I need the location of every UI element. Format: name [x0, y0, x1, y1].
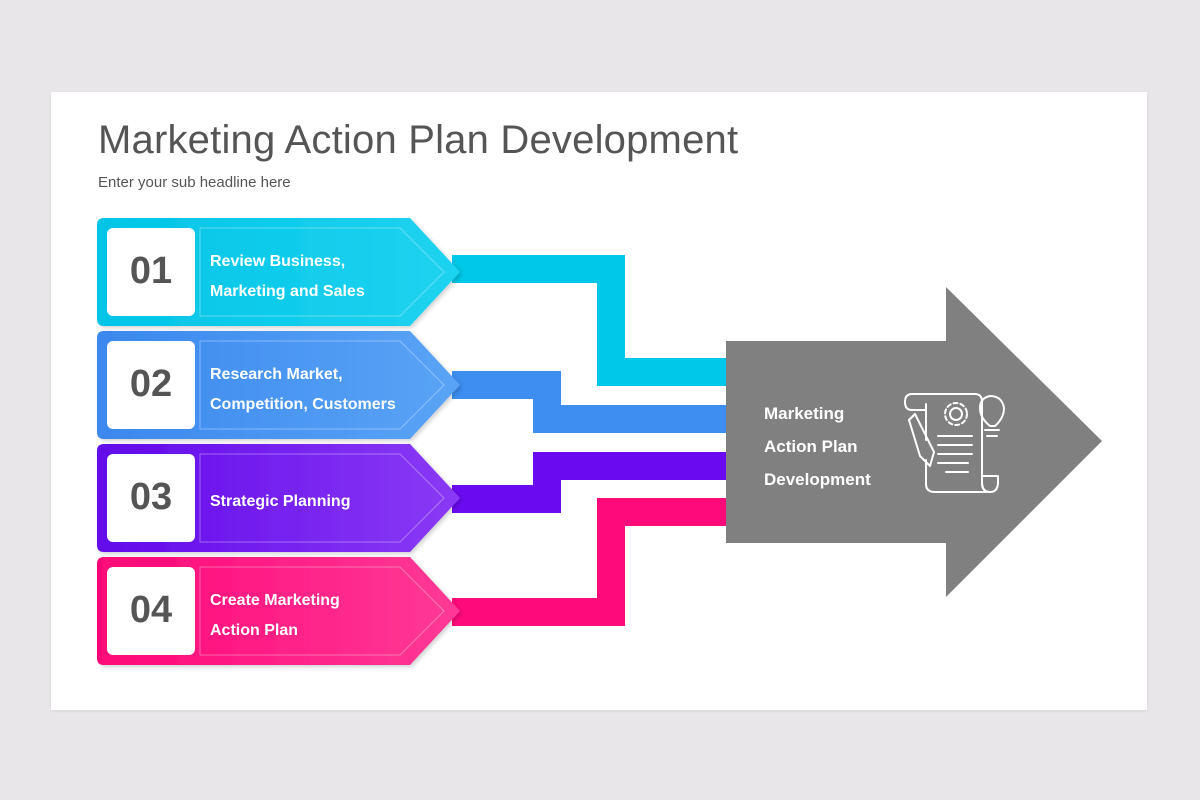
- step-label-04-line2: Action Plan: [210, 622, 299, 639]
- step-arrow-01: [97, 218, 460, 326]
- step-label-03-line1: Strategic Planning: [210, 493, 351, 510]
- connector-line-04: [452, 498, 728, 626]
- target-label-line1: Marketing: [764, 404, 845, 423]
- step-arrow-03: [97, 444, 460, 552]
- step-arrow-02: [97, 331, 460, 439]
- step-label-02-line2: Competition, Customers: [210, 396, 396, 413]
- step-label-03: Strategic Planning: [210, 487, 350, 517]
- step-label-01-line1: Review Business,: [210, 253, 346, 270]
- step-label-01: Review Business, Marketing and Sales: [210, 247, 365, 307]
- target-label-line3: Development: [764, 470, 871, 489]
- slide-subtitle: Enter your sub headline here: [98, 174, 291, 191]
- connector-line-01: [452, 255, 728, 386]
- step-label-04: Create Marketing Action Plan: [210, 586, 340, 646]
- step-label-01-line2: Marketing and Sales: [210, 283, 365, 300]
- step-label-04-line1: Create Marketing: [210, 592, 340, 609]
- step-number-01: 01: [129, 250, 173, 292]
- slide-title: Marketing Action Plan Development: [98, 118, 739, 162]
- step-number-03: 03: [129, 476, 173, 518]
- step-label-02: Research Market, Competition, Customers: [210, 360, 396, 420]
- step-arrow-04: [97, 557, 460, 665]
- step-number-04: 04: [129, 589, 173, 631]
- plan-document-gear-lightbulb-icon: [904, 393, 1005, 493]
- target-label-line2: Action Plan: [764, 437, 858, 456]
- step-number-02: 02: [129, 363, 173, 405]
- step-label-02-line1: Research Market,: [210, 366, 343, 383]
- connector-line-03: [452, 452, 728, 513]
- connector-line-02: [452, 371, 728, 433]
- target-arrow: [726, 287, 1102, 597]
- target-label: Marketing Action Plan Development: [764, 397, 871, 496]
